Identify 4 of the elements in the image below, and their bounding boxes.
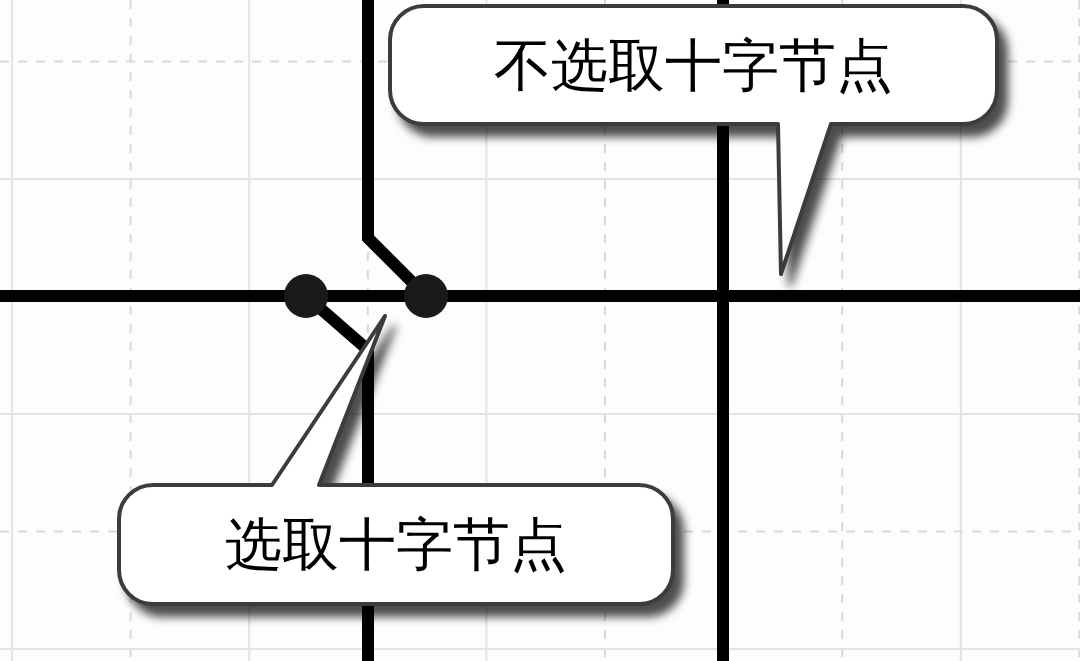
speech-bubble [117, 314, 675, 606]
callout-text: 选取十字节点 [225, 513, 567, 576]
callout-text: 不选取十字节点 [494, 33, 893, 97]
speech-bubble [388, 4, 999, 276]
